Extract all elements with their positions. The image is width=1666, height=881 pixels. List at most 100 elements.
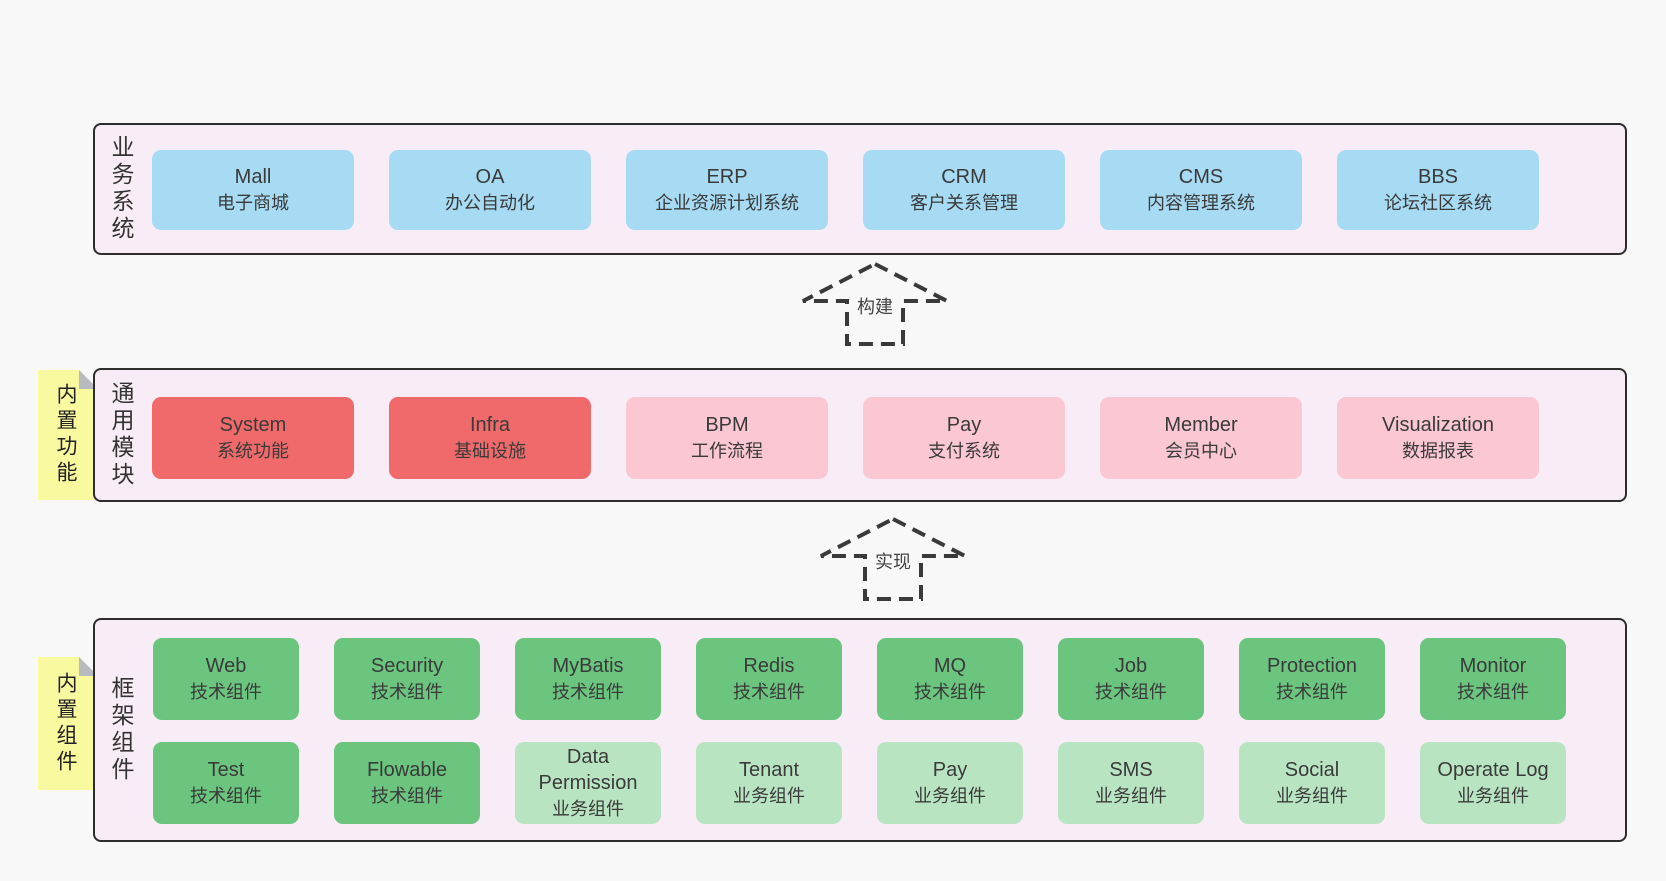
- arrow-implement: 实现: [818, 516, 968, 602]
- box-subtitle: 业务组件: [1457, 786, 1529, 806]
- box-title: SMS: [1109, 759, 1153, 781]
- box-title: ERP: [706, 166, 748, 188]
- box-title: Operate Log: [1437, 759, 1549, 781]
- box-title: Job: [1114, 655, 1148, 677]
- section-common-modules: 通用模块 System 系统功能 Infra 基础设施 BPM 工作流程 Pay…: [93, 368, 1627, 502]
- business-systems-row: Mall 电子商城 OA 办公自动化 ERP 企业资源计划系统 CRM 客户关系…: [152, 150, 1539, 230]
- box-protection: Protection 技术组件: [1239, 638, 1385, 720]
- box-infra: Infra 基础设施: [389, 397, 591, 479]
- box-subtitle: 业务组件: [914, 786, 986, 806]
- box-test: Test 技术组件: [153, 742, 299, 824]
- box-title: System: [219, 414, 287, 436]
- box-title: Infra: [469, 414, 511, 436]
- box-redis: Redis 技术组件: [696, 638, 842, 720]
- box-title: Member: [1164, 414, 1238, 436]
- box-title: Web: [205, 655, 247, 677]
- box-subtitle: 技术组件: [371, 786, 443, 806]
- box-subtitle: 企业资源计划系统: [655, 193, 799, 213]
- box-pay: Pay 支付系统: [863, 397, 1065, 479]
- section-label: 通用模块: [108, 381, 134, 489]
- box-title: Social: [1284, 759, 1340, 781]
- box-subtitle: 技术组件: [733, 682, 805, 702]
- common-modules-row: System 系统功能 Infra 基础设施 BPM 工作流程 Pay 支付系统…: [152, 397, 1539, 479]
- box-subtitle: 客户关系管理: [910, 193, 1018, 213]
- box-subtitle: 系统功能: [217, 441, 289, 461]
- box-title: Monitor: [1459, 655, 1527, 677]
- arrow-label: 实现: [870, 546, 916, 576]
- section-label: 框架组件: [108, 676, 134, 784]
- box-pay-business: Pay 业务组件: [877, 742, 1023, 824]
- box-job: Job 技术组件: [1058, 638, 1204, 720]
- box-subtitle: 技术组件: [914, 682, 986, 702]
- box-title: MQ: [933, 655, 967, 677]
- arrow-build: 构建: [800, 261, 950, 347]
- box-subtitle: 业务组件: [1095, 786, 1167, 806]
- box-title: Flowable: [366, 759, 448, 781]
- box-subtitle: 技术组件: [552, 682, 624, 702]
- box-title: Test: [207, 759, 245, 781]
- box-title: Security: [370, 655, 444, 677]
- box-title: BBS: [1417, 166, 1459, 188]
- sticky-note-label: 内置功能: [54, 383, 77, 487]
- box-title: Pay: [946, 414, 982, 436]
- box-web: Web 技术组件: [153, 638, 299, 720]
- box-crm: CRM 客户关系管理: [863, 150, 1065, 230]
- box-mybatis: MyBatis 技术组件: [515, 638, 661, 720]
- sticky-note-builtin-components: 内置组件: [38, 657, 98, 790]
- section-business-systems: 业务系统 Mall 电子商城 OA 办公自动化 ERP 企业资源计划系统 CRM…: [93, 123, 1627, 255]
- box-subtitle: 办公自动化: [445, 193, 535, 213]
- box-social: Social 业务组件: [1239, 742, 1385, 824]
- box-subtitle: 技术组件: [1276, 682, 1348, 702]
- dashed-up-arrow-icon: [802, 261, 948, 346]
- box-title: CMS: [1178, 166, 1224, 188]
- box-subtitle: 业务组件: [1276, 786, 1348, 806]
- box-system: System 系统功能: [152, 397, 354, 479]
- section-label: 业务系统: [108, 135, 134, 243]
- framework-components-row-2: Test 技术组件 Flowable 技术组件 Data Permission …: [153, 742, 1566, 824]
- box-subtitle: 论坛社区系统: [1384, 193, 1492, 213]
- box-subtitle: 电子商城: [217, 193, 289, 213]
- box-title: OA: [475, 166, 505, 188]
- box-subtitle: 技术组件: [371, 682, 443, 702]
- box-flowable: Flowable 技术组件: [334, 742, 480, 824]
- box-title: Redis: [743, 655, 795, 677]
- box-subtitle: 业务组件: [733, 786, 805, 806]
- box-title: Protection: [1266, 655, 1358, 677]
- box-visualization: Visualization 数据报表: [1337, 397, 1539, 479]
- box-subtitle: 技术组件: [1457, 682, 1529, 702]
- box-subtitle: 工作流程: [691, 441, 763, 461]
- box-bpm: BPM 工作流程: [626, 397, 828, 479]
- box-subtitle: 数据报表: [1402, 441, 1474, 461]
- box-subtitle: 会员中心: [1165, 441, 1237, 461]
- box-title: Visualization: [1382, 414, 1494, 436]
- box-erp: ERP 企业资源计划系统: [626, 150, 828, 230]
- box-title: Tenant: [738, 759, 800, 781]
- box-data-permission: Data Permission 业务组件: [515, 742, 661, 824]
- box-subtitle: 技术组件: [1095, 682, 1167, 702]
- box-bbs: BBS 论坛社区系统: [1337, 150, 1539, 230]
- box-title: CRM: [941, 166, 987, 188]
- box-sms: SMS 业务组件: [1058, 742, 1204, 824]
- box-operate-log: Operate Log 业务组件: [1420, 742, 1566, 824]
- box-subtitle: 支付系统: [928, 441, 1000, 461]
- box-subtitle: 技术组件: [190, 786, 262, 806]
- framework-components-row-1: Web 技术组件 Security 技术组件 MyBatis 技术组件 Redi…: [153, 638, 1566, 720]
- box-cms: CMS 内容管理系统: [1100, 150, 1302, 230]
- box-security: Security 技术组件: [334, 638, 480, 720]
- box-member: Member 会员中心: [1100, 397, 1302, 479]
- box-mq: MQ 技术组件: [877, 638, 1023, 720]
- box-mall: Mall 电子商城: [152, 150, 354, 230]
- sticky-note-builtin-features: 内置功能: [38, 370, 98, 500]
- box-monitor: Monitor 技术组件: [1420, 638, 1566, 720]
- box-title: Mall: [234, 166, 272, 188]
- box-subtitle: 基础设施: [454, 441, 526, 461]
- box-title: MyBatis: [552, 655, 624, 677]
- box-title: BPM: [705, 414, 749, 436]
- box-title: Data Permission: [538, 746, 638, 794]
- box-subtitle: 业务组件: [552, 799, 624, 819]
- box-tenant: Tenant 业务组件: [696, 742, 842, 824]
- sticky-note-label: 内置组件: [54, 671, 77, 776]
- box-title: Pay: [932, 759, 968, 781]
- box-subtitle: 技术组件: [190, 682, 262, 702]
